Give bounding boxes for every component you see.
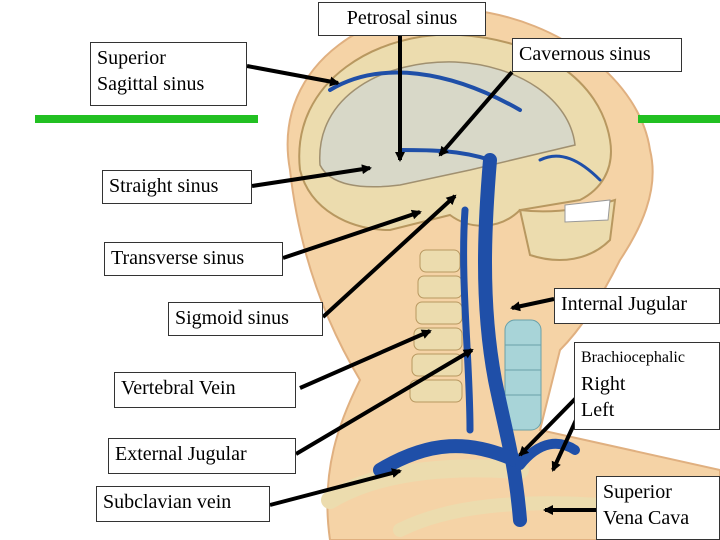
arrow-superior-sagittal (246, 64, 340, 87)
label-superior-vena-cava: Superior Vena Cava (596, 476, 720, 540)
label-transverse-sinus: Transverse sinus (104, 242, 283, 276)
cranial-cavity (319, 61, 576, 188)
label-cavernous-sinus: Cavernous sinus (512, 38, 682, 72)
arrow-sigmoid (321, 194, 457, 319)
arrow-brachio-left (551, 419, 578, 472)
label-vertebral-vein: Vertebral Vein (114, 372, 296, 408)
label-superior-sagittal-sinus: Superior Sagittal sinus (90, 42, 247, 106)
arrow-transverse (282, 209, 422, 260)
label-subclavian-vein: Subclavian vein (96, 486, 270, 522)
arrow-internal-jugular (510, 297, 555, 312)
label-straight-sinus: Straight sinus (102, 170, 252, 204)
arrow-external-jugular (294, 348, 474, 456)
arrow-cavernous (438, 70, 514, 157)
arrow-brachio-right (518, 396, 578, 457)
label-sigmoid-sinus: Sigmoid sinus (168, 302, 323, 336)
arrow-subclavian (269, 468, 402, 507)
arrow-vertebral (299, 329, 432, 390)
clavicle (321, 459, 529, 509)
label-brachiocephalic: Brachiocephalic Right Left (574, 342, 720, 430)
veins (328, 70, 602, 527)
teeth (564, 199, 611, 223)
arrow-straight (251, 164, 372, 188)
label-petrosal-sinus: Petrosal sinus (318, 2, 486, 36)
leader-arrows (246, 36, 596, 515)
trachea (504, 319, 542, 431)
label-internal-jugular: Internal Jugular (554, 288, 720, 324)
label-external-jugular: External Jugular (108, 438, 296, 474)
cervical-vertebrae (409, 249, 463, 403)
rib (393, 496, 607, 537)
